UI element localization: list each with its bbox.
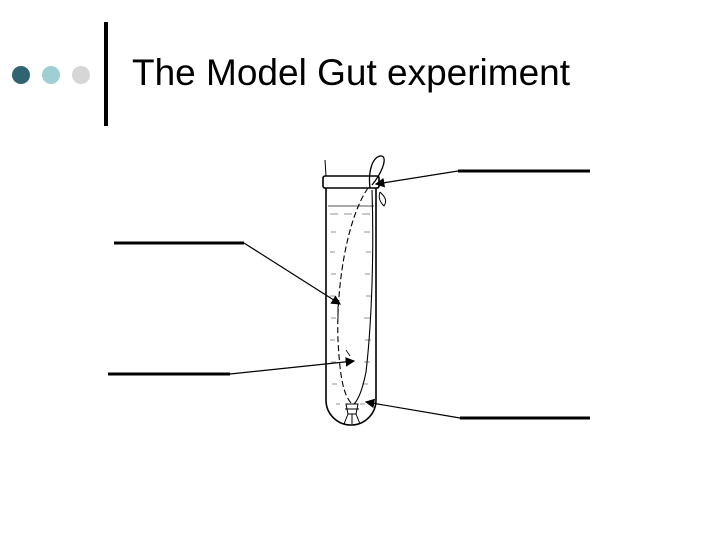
- arrow-top-right: [374, 170, 459, 188]
- visking-tubing: [337, 155, 387, 405]
- slide-title: The Model Gut experiment: [132, 52, 571, 93]
- tubing-knot: [343, 403, 361, 425]
- title-divider: [104, 22, 108, 126]
- test-tube: [322, 159, 380, 426]
- arrow-left-lower: [229, 357, 356, 375]
- bullet-dot-3: [72, 66, 90, 84]
- water: [328, 205, 374, 405]
- arrow-bottom-right: [364, 398, 461, 419]
- arrow-left-upper: [243, 242, 342, 305]
- bullet-dot-1: [12, 66, 30, 84]
- bullet-dot-2: [42, 66, 60, 84]
